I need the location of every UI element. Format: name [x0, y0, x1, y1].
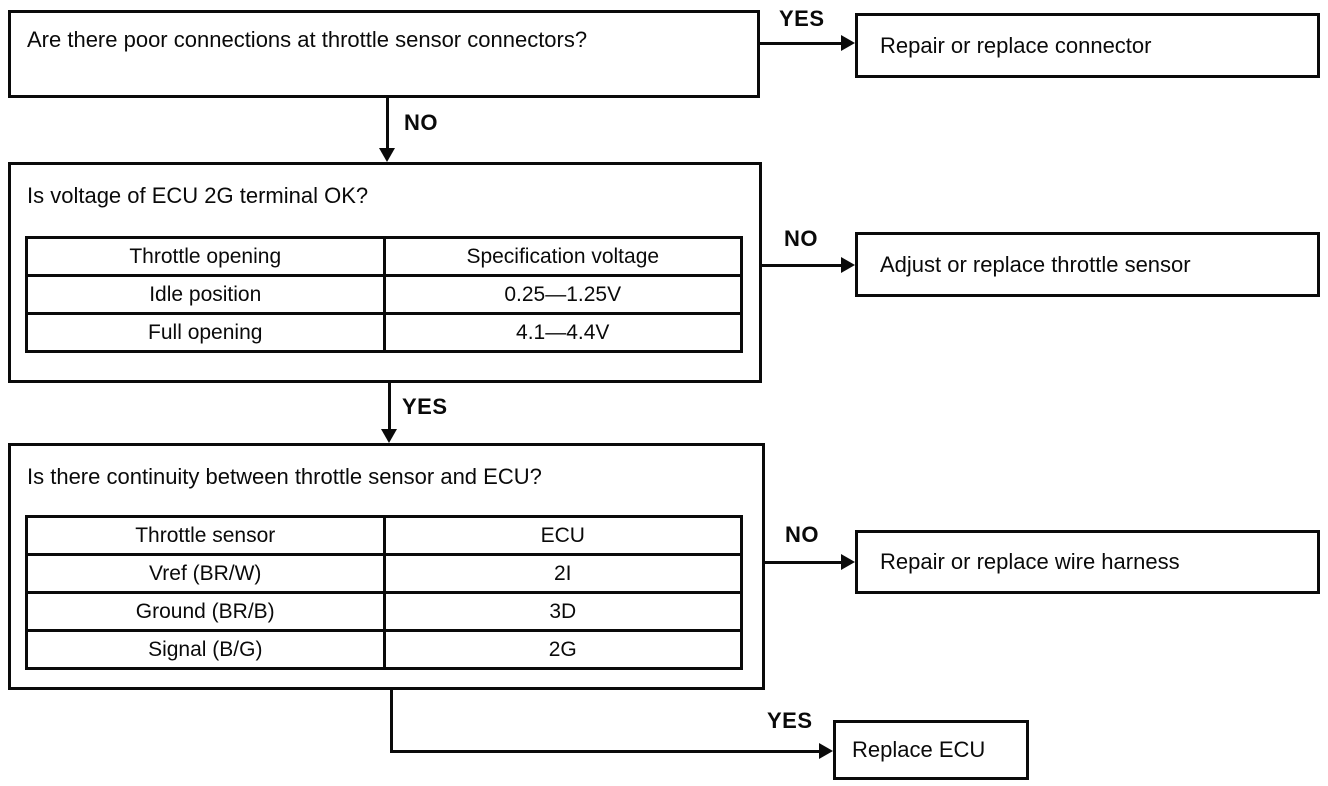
table-cell: Vref (BR/W) — [25, 553, 386, 595]
action-text: Adjust or replace throttle sensor — [880, 251, 1191, 277]
decision-box-continuity: Is there continuity between throttle sen… — [8, 443, 765, 690]
table-cell: 2G — [382, 629, 743, 671]
table-row: Ground (BR/B) 3D — [25, 591, 743, 633]
table-header-cell: Throttle sensor — [25, 515, 386, 557]
table-row: Idle position 0.25—1.25V — [25, 274, 743, 316]
decision-text: Are there poor connections at throttle s… — [27, 27, 588, 52]
table-header-row: Throttle sensor ECU — [25, 515, 743, 557]
arrowhead-q1-no — [379, 148, 395, 162]
table-cell: 2I — [382, 553, 743, 595]
arrowhead-q3-yes — [819, 743, 833, 759]
decision-box-ecu-2g-voltage: Is voltage of ECU 2G terminal OK? Thrott… — [8, 162, 762, 383]
table-cell: Full opening — [25, 312, 386, 354]
decision-box-poor-connections: Are there poor connections at throttle s… — [8, 10, 760, 98]
table-cell: Ground (BR/B) — [25, 591, 386, 633]
action-text: Repair or replace wire harness — [880, 549, 1180, 574]
table-header-row: Throttle opening Specification voltage — [25, 236, 743, 278]
table-row: Full opening 4.1—4.4V — [25, 312, 743, 354]
arrowhead-q3-no — [841, 554, 855, 570]
table-cell: 0.25—1.25V — [382, 274, 743, 316]
table-cell: Idle position — [25, 274, 386, 316]
connector-q1-yes-line — [758, 42, 843, 45]
table-header-cell: ECU — [382, 515, 743, 557]
action-box-repair-wire-harness: Repair or replace wire harness — [855, 530, 1320, 594]
connector-q2-no-line — [760, 264, 843, 267]
connector-q3-no-line — [763, 561, 843, 564]
edge-label-no-2: NO — [784, 226, 818, 251]
action-text: Replace ECU — [852, 737, 986, 762]
action-text: Repair or replace connector — [880, 32, 1152, 58]
arrowhead-q2-no — [841, 257, 855, 273]
table-cell: Signal (B/G) — [25, 629, 386, 671]
connector-q3-yes-vline — [390, 688, 393, 753]
arrowhead-q2-yes — [381, 429, 397, 443]
continuity-table: Throttle sensor ECU Vref (BR/W) 2I Groun… — [25, 515, 743, 671]
arrowhead-q1-yes — [841, 35, 855, 51]
action-box-repair-connector: Repair or replace connector — [855, 13, 1320, 78]
action-box-replace-ecu: Replace ECU — [833, 720, 1029, 780]
edge-label-no-1: NO — [404, 110, 438, 135]
table-header-cell: Throttle opening — [25, 236, 386, 278]
decision-text: Is voltage of ECU 2G terminal OK? — [27, 183, 369, 208]
connector-q3-yes-hline — [390, 750, 820, 753]
voltage-spec-table: Throttle opening Specification voltage I… — [25, 236, 743, 354]
decision-text: Is there continuity between throttle sen… — [27, 464, 542, 489]
table-row: Signal (B/G) 2G — [25, 629, 743, 671]
table-header-cell: Specification voltage — [382, 236, 743, 278]
action-box-adjust-throttle-sensor: Adjust or replace throttle sensor — [855, 232, 1320, 297]
connector-q2-yes-line — [388, 381, 391, 431]
table-cell: 4.1—4.4V — [382, 312, 743, 354]
table-cell: 3D — [382, 591, 743, 633]
edge-label-yes-3: YES — [767, 708, 813, 733]
connector-q1-no-line — [386, 96, 389, 152]
edge-label-yes-1: YES — [779, 6, 825, 31]
table-row: Vref (BR/W) 2I — [25, 553, 743, 595]
edge-label-no-3: NO — [785, 522, 819, 547]
edge-label-yes-2: YES — [402, 394, 448, 419]
